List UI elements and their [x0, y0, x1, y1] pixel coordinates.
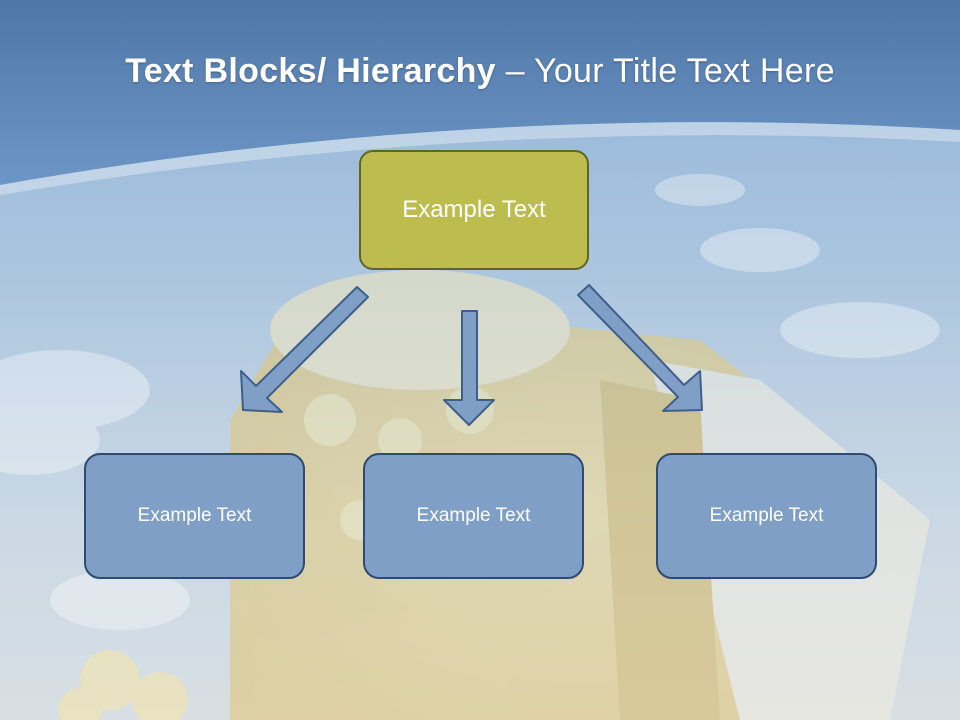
- title-banner: [0, 0, 960, 185]
- arrow-to-left-child: [240, 286, 369, 413]
- hierarchy-child-label: Example Text: [137, 505, 252, 526]
- hierarchy-root-box[interactable]: Example Text: [359, 150, 589, 270]
- hierarchy-child-box-3[interactable]: Example Text: [656, 453, 877, 579]
- hierarchy-child-label: Example Text: [709, 505, 824, 526]
- banner-highlight: [0, 122, 960, 195]
- hierarchy-child-box-2[interactable]: Example Text: [363, 453, 584, 579]
- arrow-to-middle-child: [443, 310, 495, 426]
- clouds: [0, 174, 940, 630]
- arrow-to-right-child: [577, 284, 703, 412]
- hierarchy-child-box-1[interactable]: Example Text: [84, 453, 305, 579]
- hierarchy-child-label: Example Text: [416, 505, 531, 526]
- title-bold-part: Text Blocks/ Hierarchy: [125, 52, 496, 90]
- slide-title: Text Blocks/ Hierarchy – Your Title Text…: [0, 52, 960, 91]
- hierarchy-root-label: Example Text: [402, 196, 546, 223]
- title-regular-part: – Your Title Text Here: [495, 52, 835, 90]
